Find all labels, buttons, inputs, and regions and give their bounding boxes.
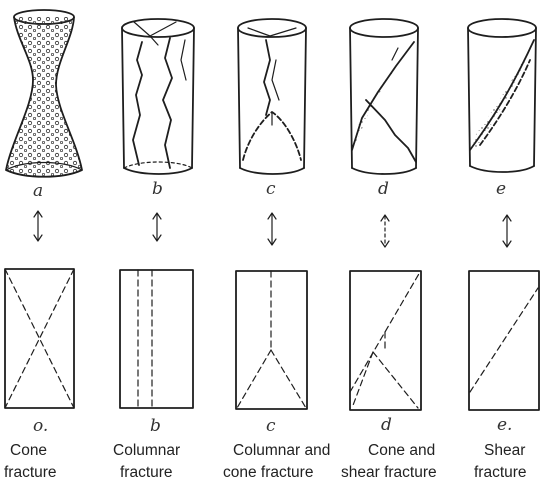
sketch-letter-a: a xyxy=(33,181,43,201)
caption-line: Cone xyxy=(10,442,47,459)
caption-line: cone fracture xyxy=(223,464,313,481)
specimen-c-schematic xyxy=(235,270,308,410)
specimen-a-schematic xyxy=(4,268,75,409)
specimen-c-sketch xyxy=(237,18,307,175)
schematic-letter-c: c xyxy=(266,416,276,436)
caption-line: fracture xyxy=(4,464,57,481)
arrow-c xyxy=(267,212,277,246)
caption-line: Shear xyxy=(484,442,525,459)
caption-columnar-and-cone-fracture: Columnar and cone fracture xyxy=(223,442,330,481)
arrow-d xyxy=(380,214,390,248)
specimen-b-schematic xyxy=(119,269,194,409)
sketch-letter-c: c xyxy=(266,179,276,199)
caption-line: Cone and xyxy=(368,442,435,459)
arrow-a xyxy=(33,210,43,242)
specimen-d-sketch xyxy=(349,18,419,175)
sketch-letter-d: d xyxy=(378,179,389,199)
caption-line: fracture xyxy=(474,464,527,481)
arrow-e xyxy=(502,214,512,248)
caption-line: shear fracture xyxy=(341,464,437,481)
schematic-letter-a: o. xyxy=(33,416,48,436)
caption-line: Columnar and xyxy=(233,442,330,459)
specimen-d-schematic xyxy=(349,270,422,411)
arrow-b xyxy=(152,212,162,242)
caption-columnar-fracture: Columnar fracture xyxy=(113,442,180,481)
caption-cone-fracture: Cone fracture xyxy=(4,442,57,481)
caption-shear-fracture: Shear fracture xyxy=(474,442,527,481)
caption-cone-and-shear-fracture: Cone and shear fracture xyxy=(341,442,437,481)
caption-line: Columnar xyxy=(113,442,180,459)
schematic-letter-e: e. xyxy=(497,415,512,435)
specimen-e-sketch xyxy=(467,18,537,173)
sketch-letter-b: b xyxy=(152,179,163,199)
sketch-letter-e: e xyxy=(496,179,506,199)
specimen-b-sketch xyxy=(121,18,195,175)
specimen-e-schematic xyxy=(468,270,540,411)
caption-line: fracture xyxy=(120,464,173,481)
schematic-letter-b: b xyxy=(150,416,161,436)
schematic-letter-d: d xyxy=(381,415,392,435)
specimen-a-sketch xyxy=(5,9,83,178)
